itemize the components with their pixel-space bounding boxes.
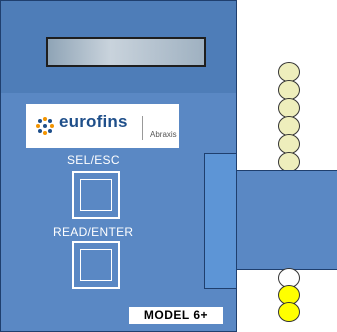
logo-separator bbox=[142, 116, 143, 140]
sel-esc-button[interactable] bbox=[72, 171, 120, 219]
read-enter-button-face bbox=[80, 249, 112, 281]
reader-device: eurofins Abraxis SEL/ESC READ/ENTER MODE… bbox=[0, 0, 237, 332]
eurofins-logo: eurofins Abraxis bbox=[26, 104, 179, 148]
sel-esc-label: SEL/ESC bbox=[67, 153, 120, 167]
lcd-display bbox=[46, 37, 206, 67]
strip-well bbox=[278, 152, 300, 172]
strip-slot bbox=[204, 153, 237, 289]
logo-brand-text: eurofins bbox=[59, 112, 128, 131]
strip-well bbox=[278, 302, 300, 322]
strip-well bbox=[278, 80, 300, 100]
strip-holder[interactable] bbox=[237, 170, 337, 270]
read-enter-label: READ/ENTER bbox=[53, 225, 134, 239]
sel-esc-button-face bbox=[80, 179, 112, 211]
read-enter-button[interactable] bbox=[72, 241, 120, 289]
strip-well bbox=[278, 62, 300, 82]
eurofins-dots-icon bbox=[36, 117, 54, 135]
logo-sub-text: Abraxis bbox=[150, 130, 177, 139]
strip-well bbox=[278, 116, 300, 136]
strip-well bbox=[278, 134, 300, 154]
model-label: MODEL 6+ bbox=[129, 307, 223, 324]
strip-well bbox=[278, 98, 300, 118]
